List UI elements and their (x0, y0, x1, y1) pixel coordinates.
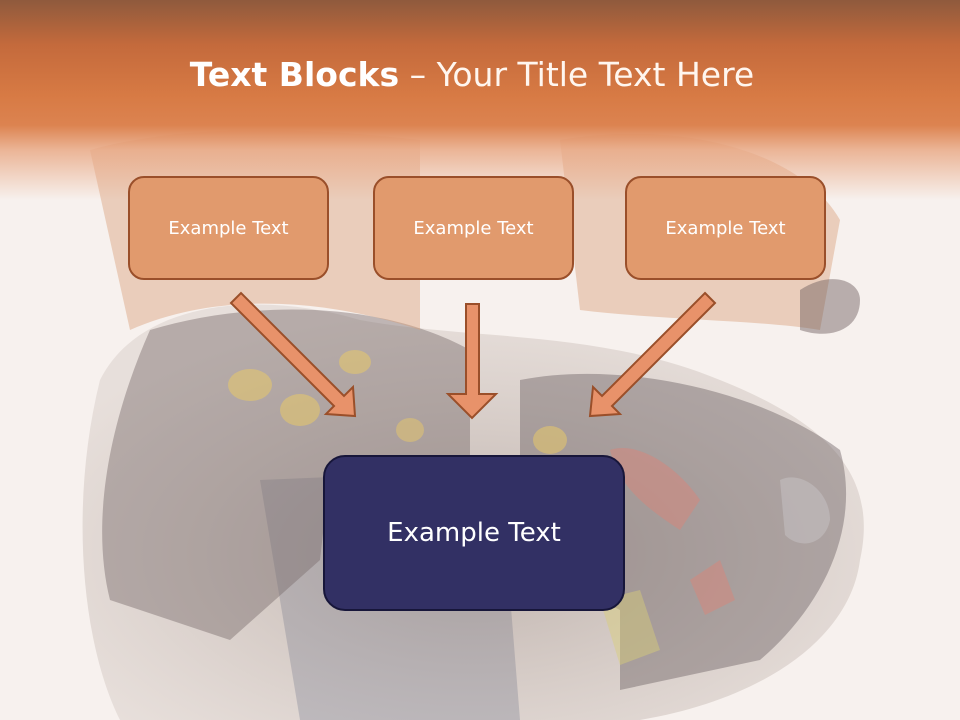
slide-title: Text Blocks – Your Title Text Here (0, 52, 944, 98)
text-block-3-label: Example Text (665, 217, 786, 239)
text-block-2: Example Text (373, 176, 574, 280)
text-block-1-label: Example Text (168, 217, 289, 239)
main-text-block: Example Text (323, 455, 625, 611)
header-band (0, 0, 960, 200)
arrow-left (229, 291, 357, 418)
title-bold: Text Blocks (189, 55, 400, 94)
text-block-2-label: Example Text (413, 217, 534, 239)
text-block-1: Example Text (128, 176, 329, 280)
title-rest: Your Title Text Here (436, 55, 755, 94)
main-text-block-label: Example Text (387, 518, 561, 548)
arrow-center (445, 303, 499, 420)
text-block-3: Example Text (625, 176, 826, 280)
title-dash: – (399, 55, 437, 94)
arrow-right (588, 291, 717, 418)
